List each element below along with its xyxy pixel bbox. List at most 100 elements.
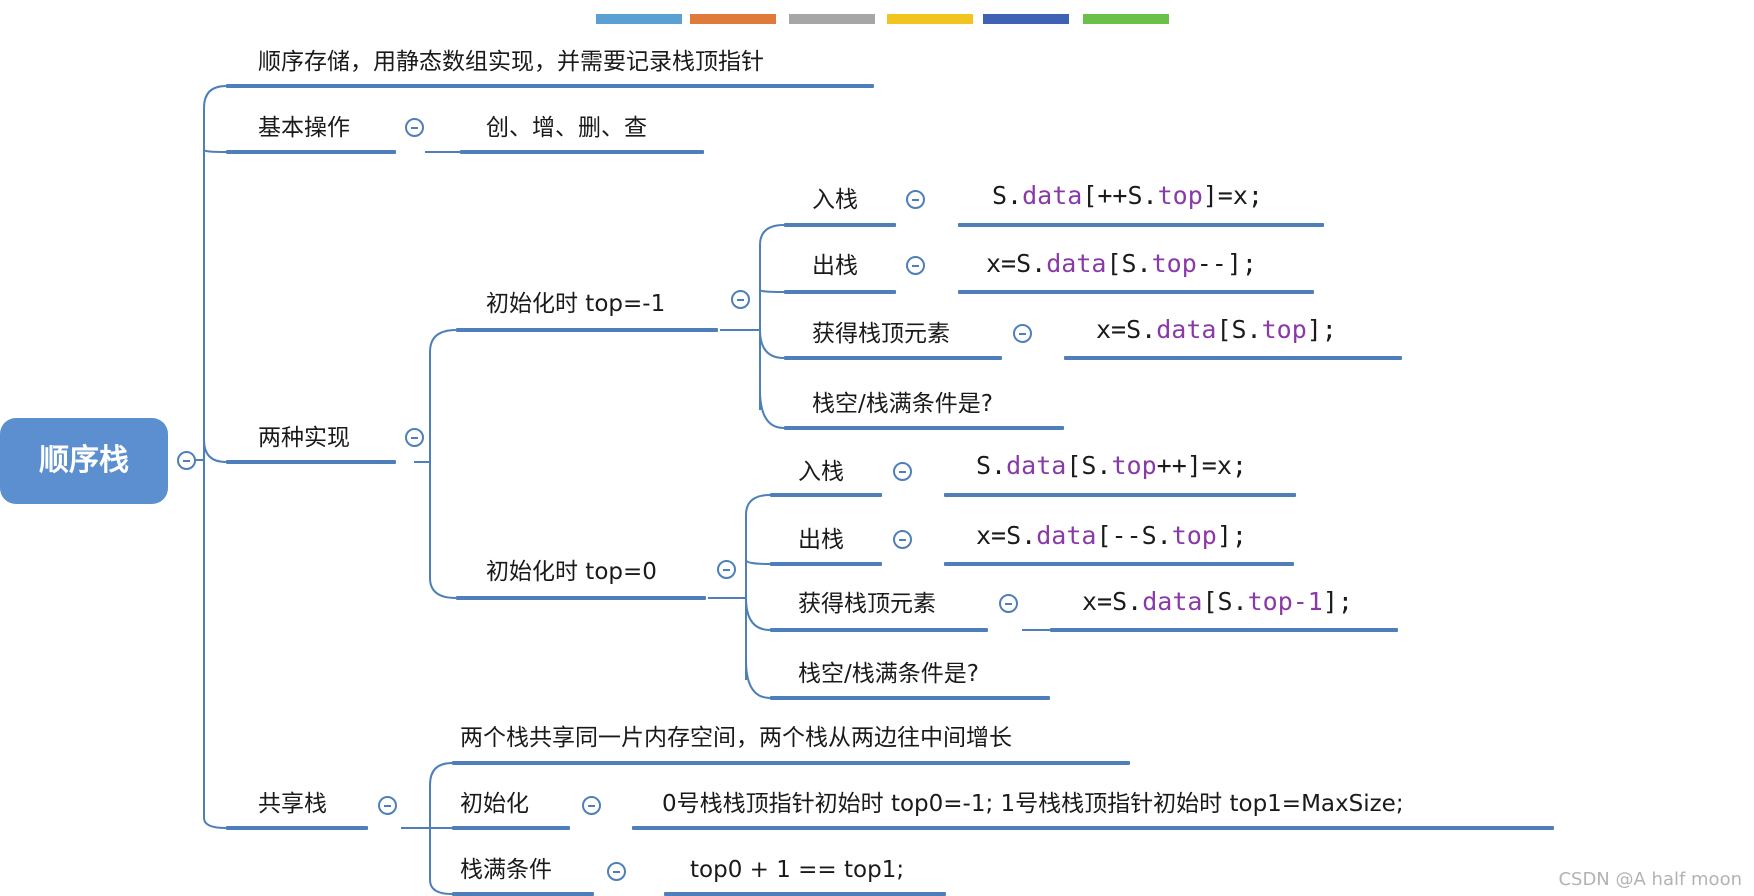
zero-push-code: S.data[S.top++]=x; xyxy=(976,452,1247,480)
root-node[interactable]: 顺序栈 xyxy=(0,418,168,504)
two-impls-label: 两种实现 xyxy=(258,425,350,451)
color-swatch-3 xyxy=(789,14,875,24)
collapse-toggle-icon[interactable] xyxy=(378,796,397,815)
underline xyxy=(452,892,594,896)
code-keyword: top xyxy=(1111,451,1157,480)
neg1-push-label: 入栈 xyxy=(812,187,858,213)
underline xyxy=(460,150,704,154)
underline xyxy=(452,826,570,830)
underline xyxy=(770,493,882,497)
underline xyxy=(632,826,1554,830)
underline xyxy=(1050,628,1398,632)
code-text: x=S. xyxy=(1096,315,1157,344)
code-text: ]; xyxy=(1216,521,1247,550)
underline xyxy=(1064,356,1402,360)
code-text: S. xyxy=(976,451,1007,480)
code-text: x=S. xyxy=(976,521,1037,550)
code-text: S. xyxy=(992,181,1023,210)
code-text: ]; xyxy=(1322,587,1353,616)
color-swatch-5 xyxy=(983,14,1069,24)
underline xyxy=(770,628,988,632)
underline xyxy=(226,150,396,154)
neg1-peek-code: x=S.data[S.top]; xyxy=(1096,316,1337,344)
shared-label: 共享栈 xyxy=(258,791,327,817)
basic-ops-label: 基本操作 xyxy=(258,115,350,141)
shared-desc: 两个栈共享同一片内存空间，两个栈从两边往中间增长 xyxy=(460,725,1012,751)
code-keyword: data xyxy=(1046,249,1107,278)
code-keyword: data xyxy=(1036,521,1097,550)
zero-pop-label: 出栈 xyxy=(798,527,844,553)
root-label: 顺序栈 xyxy=(39,443,129,478)
underline xyxy=(958,290,1314,294)
code-text: x=S. xyxy=(986,249,1047,278)
underline xyxy=(452,761,1130,765)
neg1-pop-label: 出栈 xyxy=(812,253,858,279)
watermark: CSDN @A half moon xyxy=(1558,869,1742,890)
code-keyword: top xyxy=(1151,249,1197,278)
code-keyword: top-1 xyxy=(1247,587,1323,616)
code-text: ]; xyxy=(1306,315,1337,344)
code-text: x=S. xyxy=(1082,587,1143,616)
basic-ops-detail: 创、增、删、查 xyxy=(486,115,647,141)
init-neg1-label: 初始化时 top=-1 xyxy=(486,291,666,317)
underline xyxy=(944,493,1296,497)
zero-peek-code: x=S.data[S.top-1]; xyxy=(1082,588,1353,616)
shared-full-detail: top0 + 1 == top1; xyxy=(690,857,905,883)
code-text: [S. xyxy=(1216,315,1262,344)
code-keyword: data xyxy=(1006,451,1067,480)
code-keyword: data xyxy=(1022,181,1083,210)
code-text: --]; xyxy=(1196,249,1257,278)
color-swatch-1 xyxy=(596,14,682,24)
zero-pop-code: x=S.data[--S.top]; xyxy=(976,522,1247,550)
shared-full-label: 栈满条件 xyxy=(460,857,552,883)
shared-init-label: 初始化 xyxy=(460,791,529,817)
underline xyxy=(784,426,1064,430)
underline xyxy=(770,696,1050,700)
shared-init-detail: 0号栈栈顶指针初始时 top0=-1; 1号栈栈顶指针初始时 top1=MaxS… xyxy=(662,791,1404,817)
collapse-toggle-icon[interactable] xyxy=(893,530,912,549)
underline xyxy=(456,596,706,600)
code-text: [++S. xyxy=(1082,181,1158,210)
neg1-cond-label: 栈空/栈满条件是? xyxy=(812,391,993,417)
collapse-toggle-icon[interactable] xyxy=(906,190,925,209)
underline xyxy=(226,460,396,464)
zero-peek-label: 获得栈顶元素 xyxy=(798,591,936,617)
code-text: ++]=x; xyxy=(1156,451,1247,480)
collapse-toggle-icon[interactable] xyxy=(893,462,912,481)
neg1-push-code: S.data[++S.top]=x; xyxy=(992,182,1263,210)
collapse-toggle-icon[interactable] xyxy=(999,594,1018,613)
zero-cond-label: 栈空/栈满条件是? xyxy=(798,661,979,687)
collapse-toggle-icon[interactable] xyxy=(906,256,925,275)
storage-desc: 顺序存储，用静态数组实现，并需要记录栈顶指针 xyxy=(258,49,764,75)
code-keyword: data xyxy=(1142,587,1203,616)
collapse-toggle-icon[interactable] xyxy=(582,796,601,815)
underline xyxy=(226,84,874,88)
underline xyxy=(944,562,1294,566)
underline xyxy=(784,356,1002,360)
collapse-toggle-icon[interactable] xyxy=(731,290,750,309)
collapse-toggle-icon[interactable] xyxy=(405,118,424,137)
zero-push-label: 入栈 xyxy=(798,459,844,485)
neg1-pop-code: x=S.data[S.top--]; xyxy=(986,250,1257,278)
code-text: [S. xyxy=(1066,451,1112,480)
underline xyxy=(226,826,368,830)
collapse-toggle-icon[interactable] xyxy=(717,560,736,579)
init-0-label: 初始化时 top=0 xyxy=(486,559,657,585)
underline xyxy=(770,562,882,566)
collapse-toggle-icon[interactable] xyxy=(405,428,424,447)
color-swatch-4 xyxy=(887,14,973,24)
collapse-toggle-icon[interactable] xyxy=(1013,324,1032,343)
underline xyxy=(784,223,896,227)
code-text: [S. xyxy=(1202,587,1248,616)
code-text: ]=x; xyxy=(1202,181,1263,210)
color-swatch-6 xyxy=(1083,14,1169,24)
collapse-toggle-icon[interactable] xyxy=(607,862,626,881)
collapse-toggle-icon[interactable] xyxy=(177,451,196,470)
code-keyword: top xyxy=(1261,315,1307,344)
underline xyxy=(958,223,1324,227)
code-text: [--S. xyxy=(1096,521,1172,550)
underline xyxy=(664,892,946,896)
underline xyxy=(784,290,896,294)
